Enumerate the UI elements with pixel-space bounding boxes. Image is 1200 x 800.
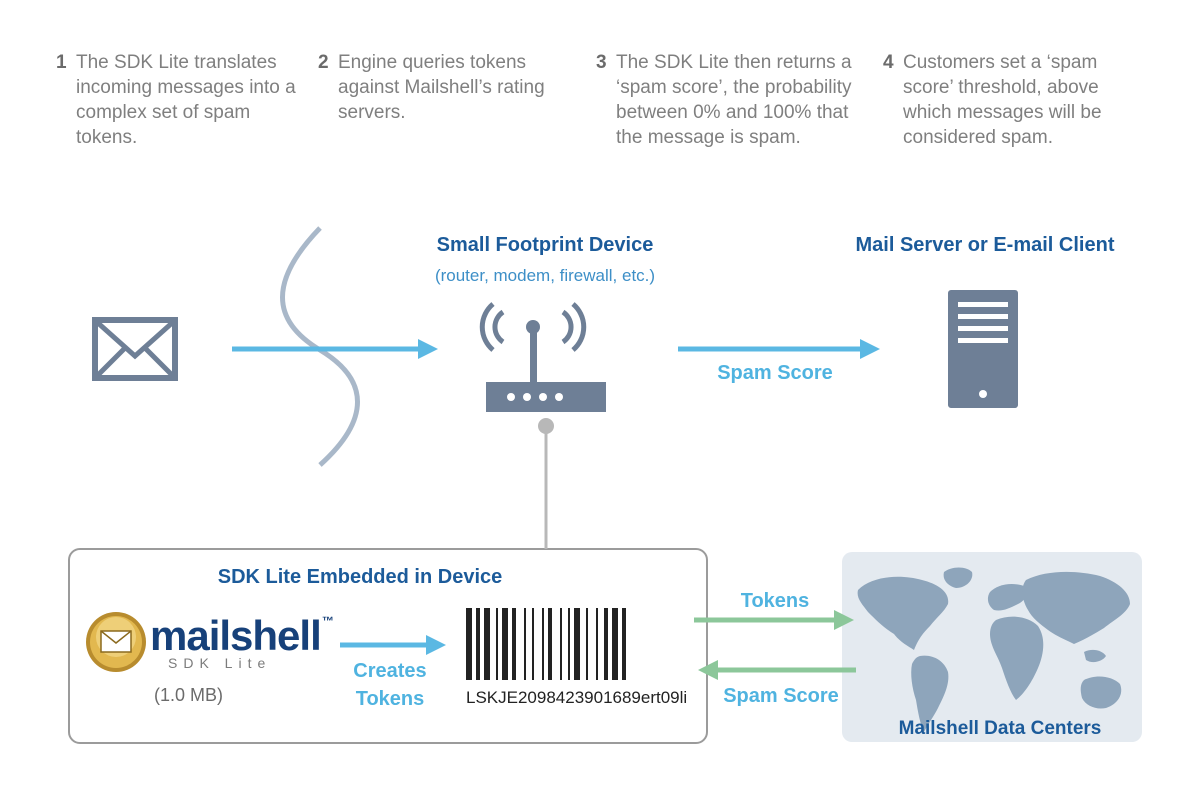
barcode-icon [466, 608, 626, 680]
barcode-bar [476, 608, 480, 680]
sdk-lite-logo-sub: SDK Lite [168, 655, 272, 671]
barcode-bar [560, 608, 562, 680]
barcode-bar [548, 608, 552, 680]
envelope-icon [92, 317, 178, 381]
step-text: Customers set a ‘spam score’ threshold, … [903, 52, 1102, 148]
barcode-bar [596, 608, 598, 680]
creates-tokens-label-2: Tokens [355, 688, 425, 710]
barcode-bar [542, 608, 544, 680]
step-number: 1 [56, 52, 67, 73]
tokens-label: Tokens [740, 590, 810, 612]
spam-score-label: Spam Score [717, 362, 833, 384]
barcode-bar [524, 608, 526, 680]
mailshell-logo-text: mailshell [150, 612, 322, 659]
barcode-bar [532, 608, 534, 680]
barcode-bar [604, 608, 608, 680]
barcode-text: LSKJE2098423901689ert09li [466, 688, 688, 707]
spam-score-return-arrow [698, 660, 856, 680]
barcode-bar [586, 608, 588, 680]
barcode-bar [612, 608, 618, 680]
barcode-bar [568, 608, 570, 680]
barcode-bar [512, 608, 516, 680]
barcode-bar [502, 608, 508, 680]
sdk-box-title: SDK Lite Embedded in Device [217, 566, 503, 588]
server-icon [948, 290, 1018, 408]
tokens-arrow [694, 610, 854, 630]
device-subtitle: (router, modem, firewall, etc.) [434, 266, 656, 285]
barcode-bar [466, 608, 472, 680]
creates-tokens-label-1: Creates [353, 660, 427, 682]
datacenters-title: Mailshell Data Centers [898, 718, 1102, 739]
step-number: 4 [883, 52, 894, 73]
creates-tokens-arrow [340, 635, 446, 655]
step-number: 2 [318, 52, 329, 73]
sdk-size: (1.0 MB) [154, 685, 224, 705]
device-title: Small Footprint Device [436, 234, 654, 256]
barcode-bar [574, 608, 580, 680]
device-connector [538, 418, 554, 549]
mailshell-logo-icon [86, 612, 146, 672]
step-text: Engine queries tokens against Mailshell’… [338, 52, 545, 123]
router-icon [479, 302, 606, 412]
spam-score-arrow [678, 339, 880, 359]
mailshell-trademark: ™ [322, 614, 334, 628]
world-map-icon [857, 567, 1130, 732]
step-text: The SDK Lite then returns a ‘spam score’… [616, 52, 852, 148]
step-number: 3 [596, 52, 607, 73]
incoming-arrow [232, 339, 438, 359]
barcode-bar [496, 608, 498, 680]
step-text: The SDK Lite translates incoming message… [76, 52, 296, 148]
spam-score-return-label: Spam Score [723, 685, 839, 707]
barcode-bar [484, 608, 490, 680]
barcode-bar [622, 608, 626, 680]
server-title: Mail Server or E-mail Client [855, 234, 1115, 256]
